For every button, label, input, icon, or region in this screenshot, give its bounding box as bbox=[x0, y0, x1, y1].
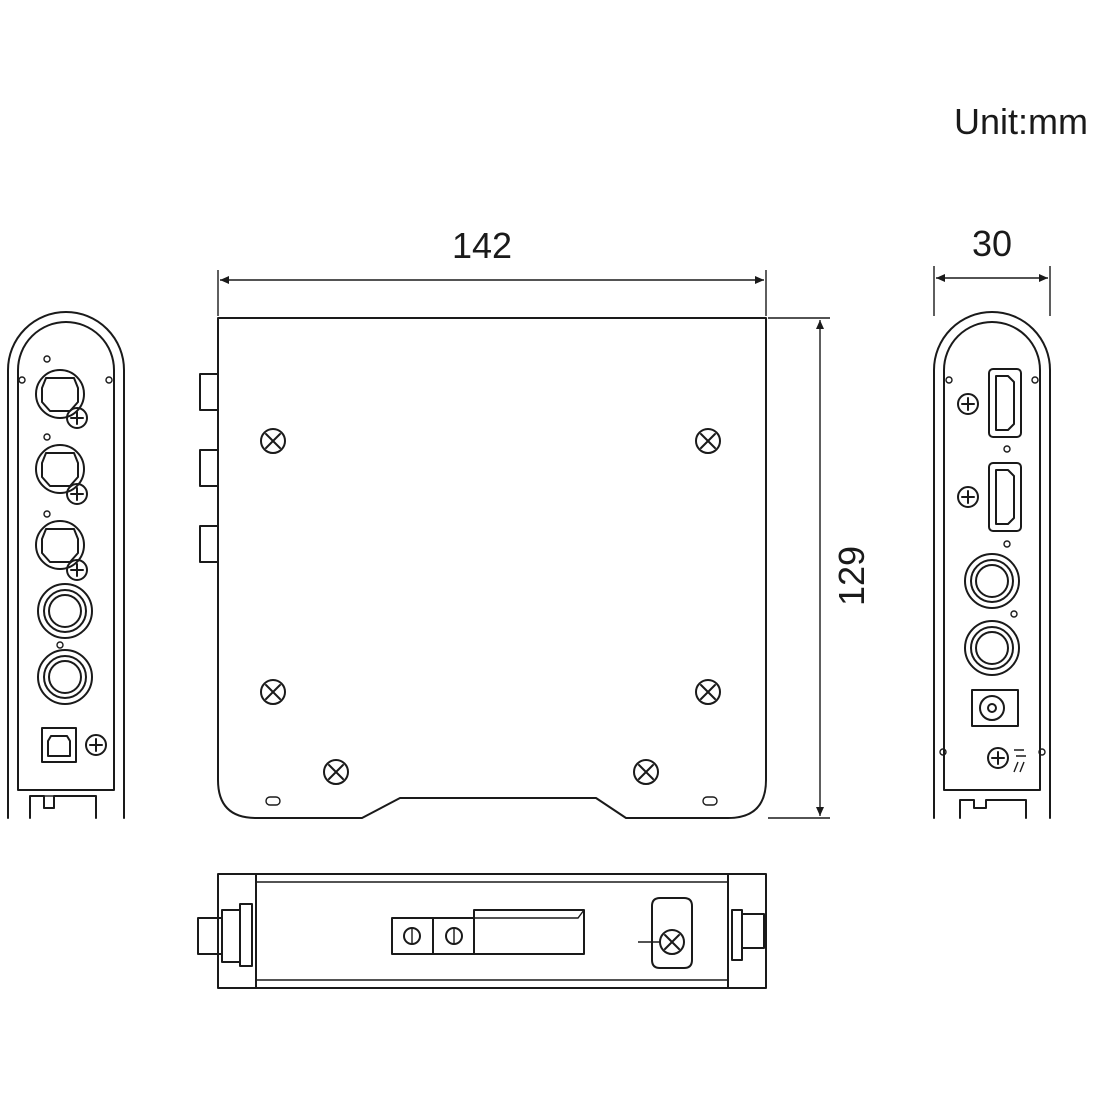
width-value: 142 bbox=[452, 225, 512, 266]
height-value: 129 bbox=[831, 546, 872, 606]
depth-dimension: 30 bbox=[933, 223, 1051, 316]
right-panel-view bbox=[933, 311, 1051, 819]
left-panel-view bbox=[7, 311, 125, 819]
top-view bbox=[199, 317, 767, 819]
bottom-view bbox=[197, 873, 767, 989]
height-dimension: 129 bbox=[768, 317, 872, 819]
width-dimension: 142 bbox=[217, 225, 767, 316]
unit-label: Unit:mm bbox=[954, 101, 1088, 142]
depth-value: 30 bbox=[972, 223, 1012, 264]
